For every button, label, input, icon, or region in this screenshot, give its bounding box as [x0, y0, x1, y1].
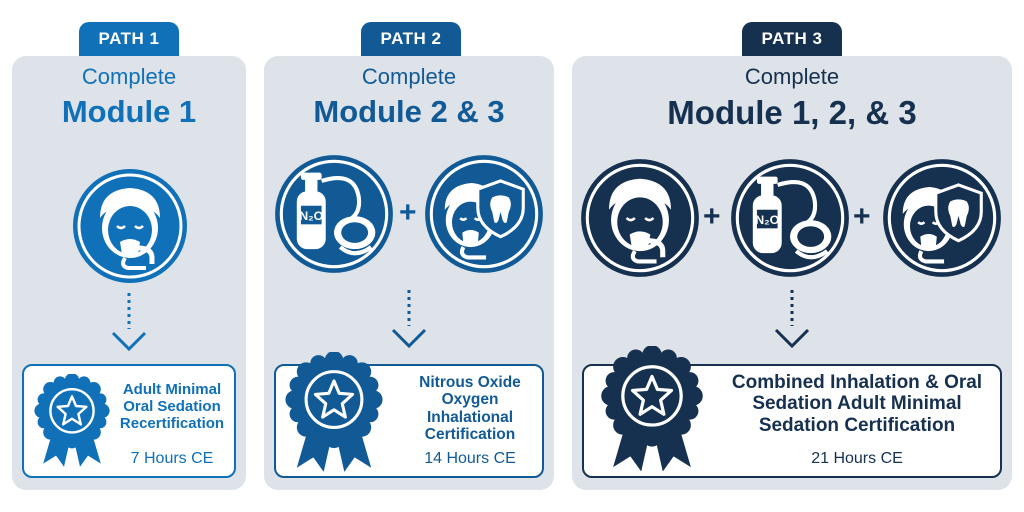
path-2-module-title: Module 2 & 3	[313, 94, 505, 129]
nitrous-oxide-tank-icon	[728, 156, 852, 280]
path-1-tab: PATH 1	[79, 22, 179, 56]
path-1-module-title: Module 1	[61, 94, 197, 129]
plus-sign: +	[853, 200, 871, 233]
plus-sign: +	[703, 200, 721, 233]
path-3-panel: Complete Module 1, 2, & 3 + + Combined I…	[572, 56, 1012, 490]
down-arrow-icon	[774, 290, 810, 349]
path-1-certification-card: Adult Minimal Oral Sedation Recertificat…	[22, 364, 236, 478]
sedation-mask-person-icon	[70, 166, 190, 286]
path-1-certification-title: Adult Minimal Oral Sedation Recertificat…	[119, 381, 225, 432]
award-rosette-icon	[32, 374, 112, 470]
path-1-ce-hours: 7 Hours CE	[130, 450, 214, 467]
path-3-complete-label: Complete	[744, 64, 840, 89]
path-2-tab: PATH 2	[361, 22, 461, 56]
path-3-module-title: Module 1, 2, & 3	[667, 94, 917, 131]
path-3-certification-title: Combined Inhalation & Oral Sedation Adul…	[731, 372, 983, 436]
down-arrow-icon	[391, 290, 427, 349]
path-2-ce-hours: 14 Hours CE	[424, 450, 516, 467]
dental-sedation-shield-icon	[422, 152, 546, 276]
path-1-panel: Complete Module 1 Adult Minimal Oral Sed…	[12, 56, 246, 490]
nitrous-oxide-tank-icon	[272, 152, 396, 276]
path-2-certification-title: Nitrous Oxide Oxygen Inhalational Certif…	[419, 374, 521, 444]
path-2-complete-label: Complete	[361, 64, 457, 89]
plus-sign: +	[399, 196, 417, 229]
award-rosette-icon	[282, 352, 386, 476]
sedation-mask-person-icon	[578, 156, 702, 280]
down-arrow-icon	[111, 293, 147, 352]
path-2-certification-card: Nitrous Oxide Oxygen Inhalational Certif…	[274, 364, 544, 478]
award-rosette-icon	[598, 346, 706, 476]
dental-sedation-shield-icon	[880, 156, 1004, 280]
path-3-certification-card: Combined Inhalation & Oral Sedation Adul…	[582, 364, 1002, 478]
path-3-ce-hours: 21 Hours CE	[811, 450, 903, 467]
path-1-complete-label: Complete	[81, 64, 177, 89]
path-2-panel: Complete Module 2 & 3 + Nitrous Oxide Ox…	[264, 56, 554, 490]
path-3-tab: PATH 3	[742, 22, 842, 56]
